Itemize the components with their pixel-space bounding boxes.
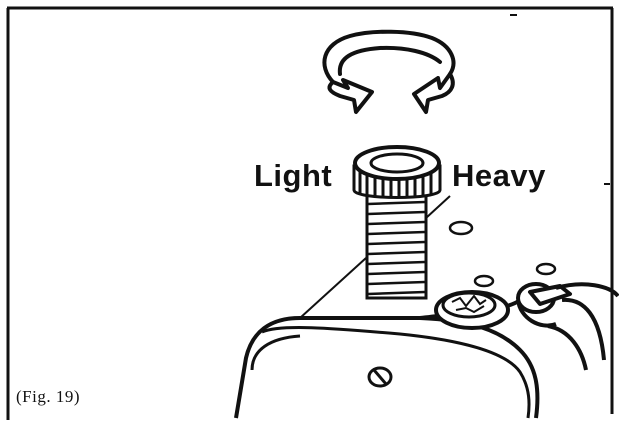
label-heavy: Heavy — [452, 158, 546, 193]
round-dial-icon — [434, 290, 510, 330]
figure-caption: (Fig. 19) — [16, 387, 80, 406]
label-light: Light — [254, 158, 333, 193]
print-specks — [510, 14, 610, 185]
rotation-arrow-icon — [322, 29, 456, 114]
screw-icon — [367, 366, 393, 388]
leader-lines — [299, 195, 451, 319]
lever-assembly — [516, 282, 619, 371]
plate-holes — [448, 220, 557, 288]
adjustment-knob-icon — [352, 145, 442, 300]
figure-frame — [6, 6, 614, 420]
